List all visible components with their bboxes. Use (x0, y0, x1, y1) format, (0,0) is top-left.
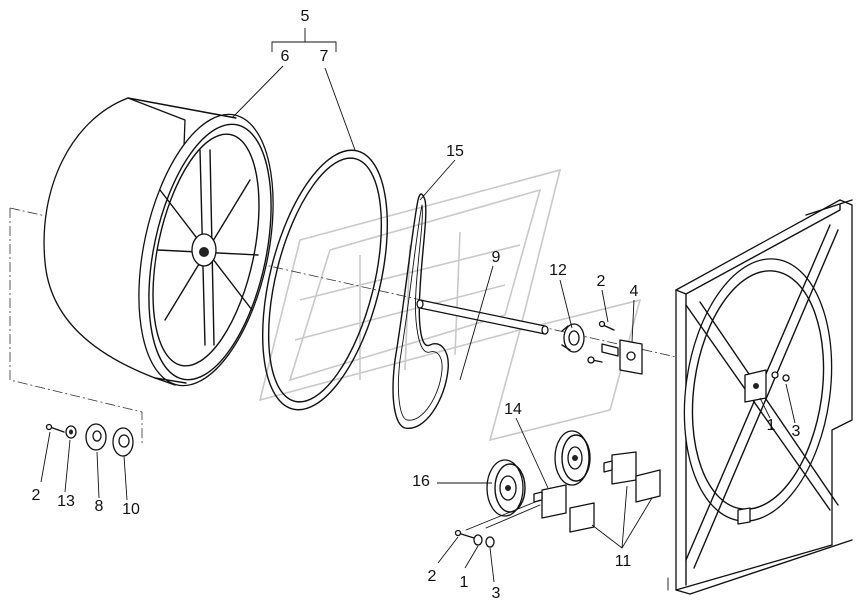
callout-13: 13 (57, 493, 75, 510)
callout-6: 6 (280, 48, 290, 65)
bottom-fasteners (454, 529, 495, 548)
bracket-plates (569, 451, 661, 533)
tensioner-arm (465, 484, 567, 531)
callout-1-right: 1 (766, 417, 776, 434)
watermark-logo (258, 168, 642, 442)
callout-5: 5 (300, 8, 310, 25)
callout-15: 15 (446, 143, 464, 160)
drive-belt-inner (398, 204, 443, 421)
callout-8: 8 (94, 498, 104, 515)
leader-lines (40, 28, 796, 583)
left-small-parts (45, 423, 134, 457)
drum-hoop (261, 149, 389, 411)
callout-4: 4 (629, 283, 639, 300)
shaft (416, 299, 549, 335)
callout-11: 11 (614, 553, 632, 570)
drive-belt (392, 193, 449, 429)
callout-16: 16 (412, 473, 430, 490)
callout-2-top: 2 (596, 273, 606, 290)
callout-1-bottom: 1 (459, 574, 469, 591)
pulley-16 (486, 459, 526, 517)
callout-3-bottom: 3 (491, 585, 501, 602)
left-parts-bracket (9, 208, 143, 445)
callout-9: 9 (491, 249, 501, 266)
callout-7: 7 (319, 48, 329, 65)
callout-2-left: 2 (31, 487, 41, 504)
pulley-upper (554, 430, 591, 486)
housing-frame (667, 199, 853, 595)
screw-top (598, 320, 615, 331)
drum-assembly (43, 97, 274, 387)
mount-plate (587, 339, 643, 375)
callout-12: 12 (549, 262, 567, 279)
callout-14: 14 (504, 401, 522, 418)
callout-3-right: 3 (791, 423, 801, 440)
callout-2-bottom: 2 (427, 568, 437, 585)
callout-10: 10 (122, 501, 140, 518)
bearing-hub (561, 323, 585, 353)
